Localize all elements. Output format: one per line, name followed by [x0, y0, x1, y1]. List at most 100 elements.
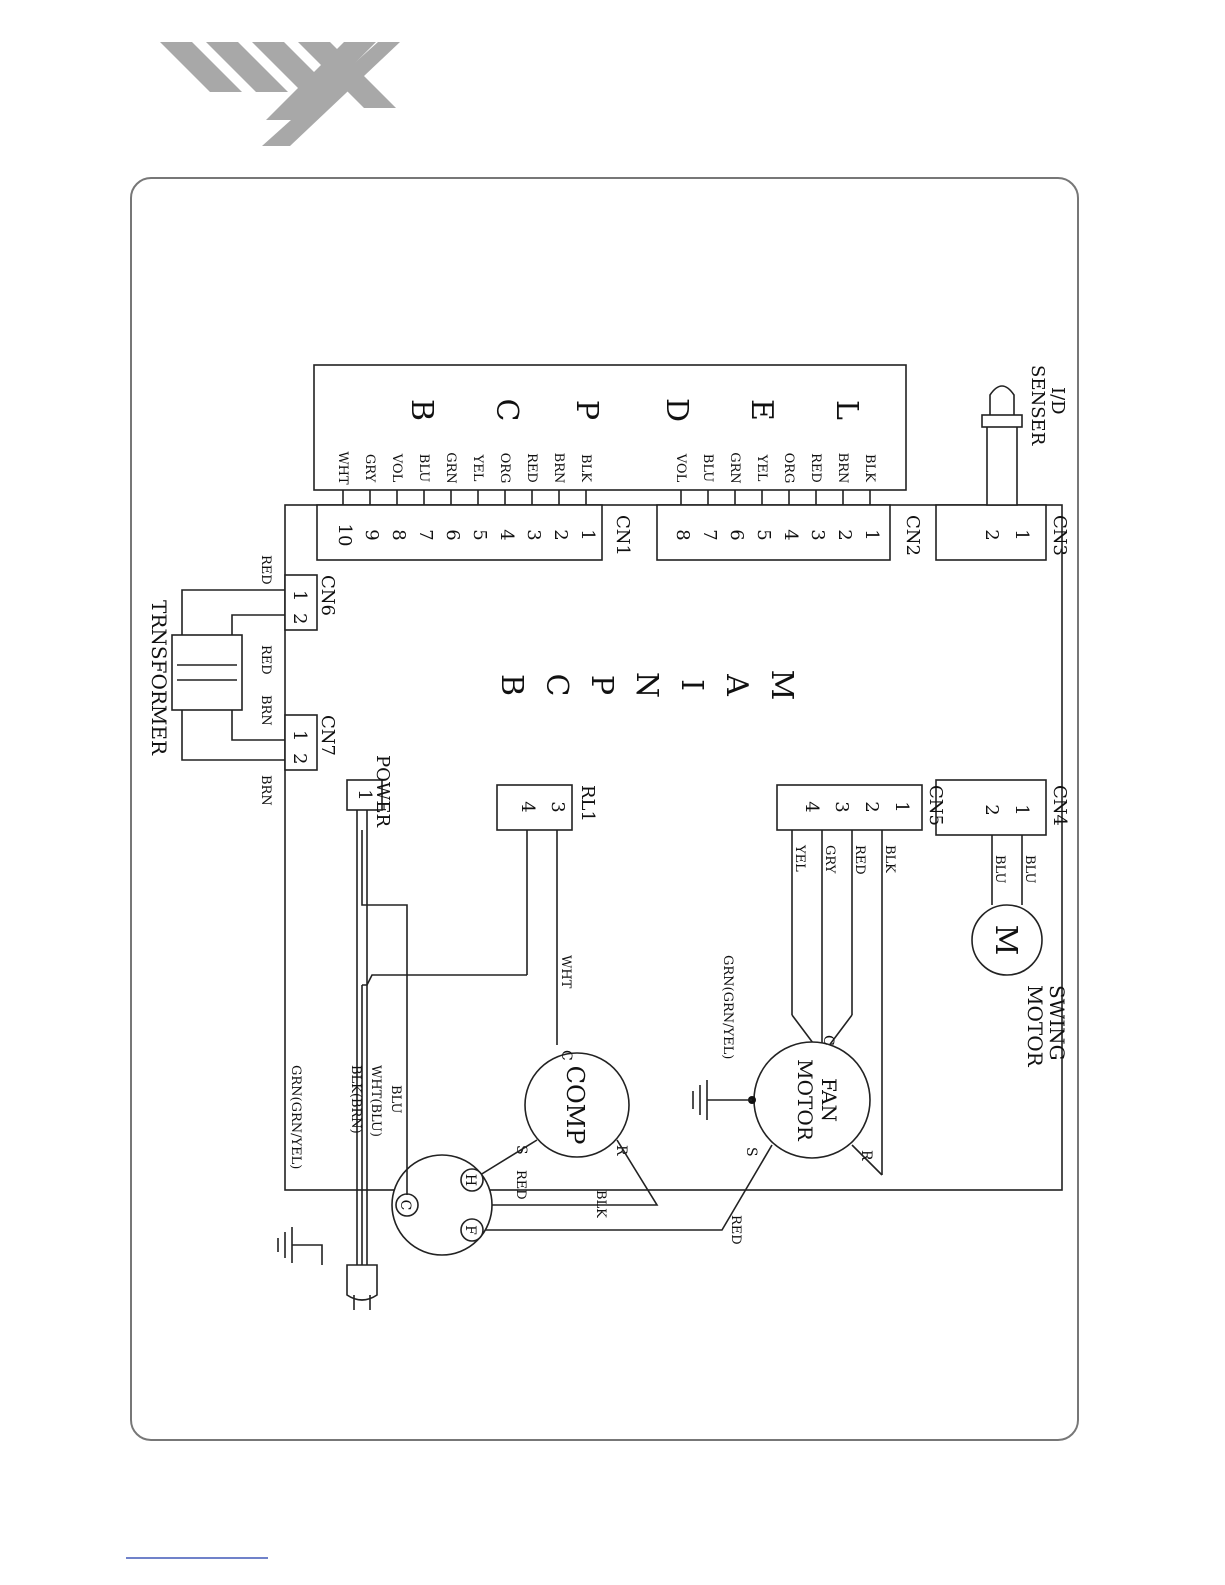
- svg-text:GRN: GRN: [727, 452, 742, 484]
- svg-text:CN5: CN5: [925, 785, 946, 826]
- svg-text:MOTOR: MOTOR: [793, 1059, 817, 1142]
- cn2-connector: CN2 1 2 3 4 5 6 7 8 BLK BRN RED O: [656, 452, 923, 561]
- svg-text:YEL: YEL: [792, 844, 807, 872]
- svg-text:3: 3: [547, 801, 568, 812]
- svg-text:4: 4: [496, 529, 517, 540]
- svg-text:RED: RED: [258, 555, 273, 585]
- svg-text:BLU: BLU: [388, 1085, 403, 1113]
- svg-text:P: P: [569, 400, 604, 420]
- svg-text:FAN: FAN: [817, 1078, 841, 1122]
- svg-text:10: 10: [334, 524, 355, 547]
- svg-text:CN2: CN2: [902, 515, 923, 556]
- svg-text:BLU: BLU: [700, 454, 715, 482]
- transformer: TRNSFORMER: [147, 589, 285, 761]
- svg-text:C: C: [539, 674, 574, 697]
- svg-text:BRN: BRN: [258, 775, 273, 806]
- svg-text:RED: RED: [728, 1215, 743, 1245]
- svg-text:BLU: BLU: [992, 855, 1007, 883]
- svg-text:1: 1: [577, 529, 598, 540]
- cn1-connector: CN1 1 2 3 4 5 6 7 8 9 10 BLK: [316, 451, 633, 561]
- svg-text:4: 4: [801, 801, 822, 812]
- svg-text:3: 3: [831, 801, 852, 812]
- power-connector: POWER 1 BLU WHT(BLU) BLK(BRN): [346, 755, 408, 1265]
- svg-text:6: 6: [442, 529, 463, 540]
- svg-text:VOL: VOL: [673, 453, 688, 483]
- svg-text:BLU: BLU: [416, 454, 431, 482]
- cn4-connector: CN4 1 2 BLU BLU: [935, 779, 1070, 905]
- rl1-relay: RL1 3 4 WHT: [362, 784, 598, 1045]
- svg-text:1: 1: [289, 590, 310, 601]
- svg-text:CN1: CN1: [612, 515, 633, 556]
- svg-text:ORG: ORG: [497, 453, 512, 484]
- svg-text:7: 7: [699, 529, 720, 540]
- svg-text:BLK: BLK: [578, 454, 593, 482]
- compressor: COMP C R S BLK RED: [471, 1050, 659, 1218]
- svg-text:S: S: [743, 1147, 759, 1157]
- svg-text:CN6: CN6: [317, 575, 338, 616]
- svg-text:3: 3: [807, 529, 828, 540]
- svg-text:YEL: YEL: [470, 454, 485, 482]
- svg-text:2: 2: [834, 529, 855, 540]
- header-stripes-icon: [160, 42, 400, 146]
- svg-text:P: P: [584, 675, 619, 695]
- svg-text:2: 2: [550, 529, 571, 540]
- svg-text:C: C: [558, 1050, 574, 1061]
- svg-text:3: 3: [523, 529, 544, 540]
- svg-text:I: I: [674, 679, 709, 691]
- svg-text:POWER: POWER: [372, 755, 393, 828]
- svg-text:BLU: BLU: [1022, 855, 1037, 883]
- svg-text:8: 8: [388, 529, 409, 540]
- svg-text:CN3: CN3: [1049, 515, 1070, 556]
- svg-text:ORG: ORG: [781, 453, 796, 484]
- svg-text:RED: RED: [852, 845, 867, 875]
- svg-text:E: E: [744, 399, 779, 421]
- svg-text:BRN: BRN: [258, 695, 273, 726]
- svg-text:1: 1: [1011, 804, 1032, 815]
- svg-text:A: A: [719, 673, 754, 696]
- svg-text:9: 9: [361, 529, 382, 540]
- svg-text:B: B: [494, 674, 529, 696]
- svg-text:M: M: [764, 670, 799, 701]
- cn3-connector: CN3 1 2: [935, 504, 1070, 561]
- diagram-frame: [130, 177, 1079, 1441]
- display-pcb-label: L E D P C B: [404, 398, 864, 422]
- svg-text:C: C: [820, 1035, 836, 1046]
- svg-text:2: 2: [289, 753, 310, 764]
- svg-text:L: L: [829, 400, 864, 420]
- swing-motor: M SWING MOTOR: [971, 904, 1069, 1068]
- svg-text:C: C: [397, 1200, 413, 1211]
- overload-protector: H F C: [391, 1154, 493, 1256]
- svg-text:M: M: [988, 925, 1023, 956]
- svg-text:WHT: WHT: [335, 451, 350, 485]
- svg-text:RED: RED: [524, 453, 539, 483]
- svg-text:RED: RED: [258, 645, 273, 675]
- svg-text:7: 7: [415, 529, 436, 540]
- svg-text:R: R: [613, 1145, 629, 1156]
- svg-text:BLK(BRN): BLK(BRN): [348, 1065, 363, 1134]
- svg-text:GRN: GRN: [443, 452, 458, 484]
- svg-text:CN4: CN4: [1049, 785, 1070, 826]
- svg-text:4: 4: [780, 529, 801, 540]
- svg-text:1: 1: [861, 529, 882, 540]
- svg-text:2: 2: [981, 529, 1002, 540]
- svg-text:COMP: COMP: [561, 1066, 589, 1145]
- svg-text:8: 8: [672, 529, 693, 540]
- id-sensor: I/D SENSER: [981, 365, 1068, 506]
- cn5-connector: CN5 1 2 3 4 BLK RED GRY YEL: [776, 784, 946, 1176]
- svg-text:SENSER: SENSER: [1027, 365, 1048, 446]
- svg-text:4: 4: [517, 801, 538, 812]
- cn7-connector: CN7 1 2 BRN BRN: [258, 695, 338, 806]
- svg-text:MOTOR: MOTOR: [1023, 985, 1047, 1068]
- svg-text:BLK: BLK: [862, 454, 877, 482]
- svg-text:D: D: [659, 398, 694, 422]
- svg-text:BLK: BLK: [882, 845, 897, 873]
- svg-text:WHT(BLU): WHT(BLU): [368, 1065, 383, 1137]
- svg-text:YEL: YEL: [754, 454, 769, 482]
- svg-text:BLK: BLK: [593, 1190, 608, 1218]
- svg-text:N: N: [629, 672, 664, 698]
- svg-text:2: 2: [289, 613, 310, 624]
- svg-text:RED: RED: [808, 453, 823, 483]
- fan-motor: FAN MOTOR C R S GRN(GRN/YEL) RED: [472, 955, 874, 1245]
- svg-text:1: 1: [289, 730, 310, 741]
